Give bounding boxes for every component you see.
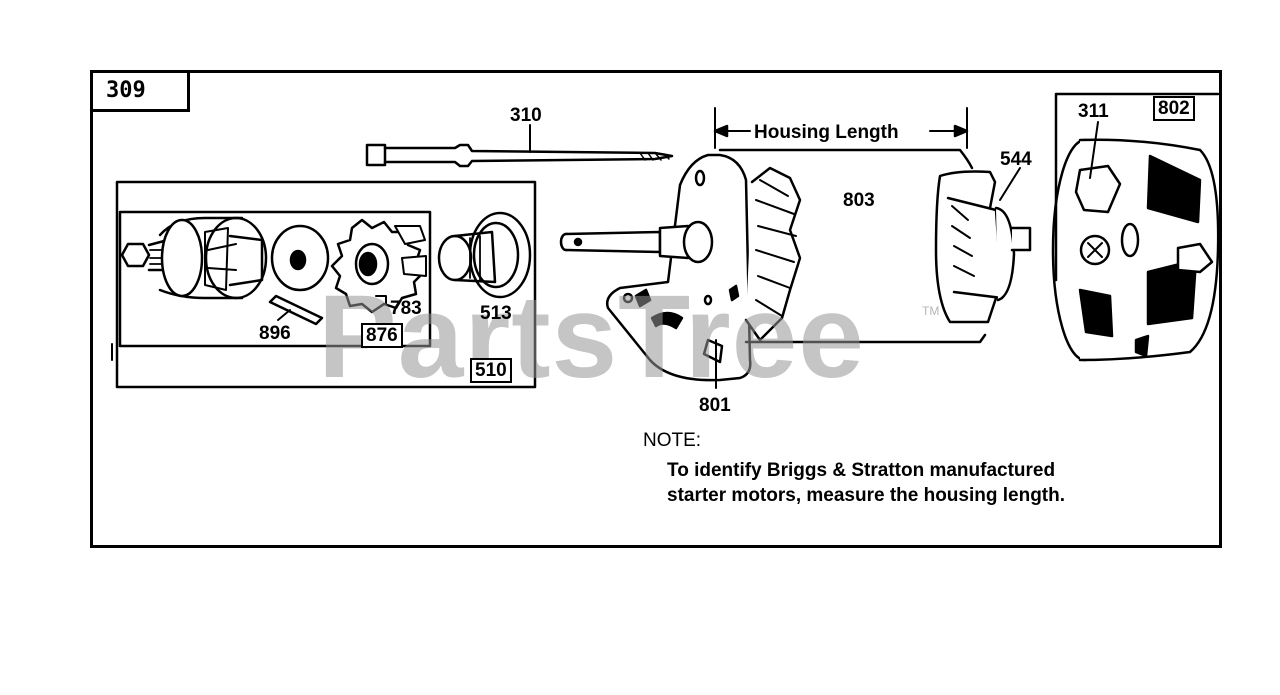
- armature-windings: [744, 166, 802, 342]
- note-line-2: starter motors, measure the housing leng…: [667, 485, 1066, 506]
- drive-nut: [120, 238, 174, 272]
- callout-803: 803: [843, 190, 875, 211]
- callout-513: 513: [480, 303, 512, 324]
- callout-876: 876: [361, 323, 403, 348]
- armature-shaft: [559, 220, 714, 264]
- callout-310: 310: [510, 105, 542, 126]
- end-cap-801: [606, 153, 752, 382]
- diagram-frame: [90, 70, 1222, 548]
- end-cap-802: [1051, 92, 1220, 362]
- diagram-code: 309: [90, 70, 190, 112]
- callout-311: 311: [1078, 101, 1109, 122]
- assembly-510-box: [115, 180, 537, 389]
- callout-783: 783: [390, 298, 422, 319]
- washer: [270, 224, 330, 292]
- leader-896: [277, 309, 291, 321]
- note-text: To identify Briggs & Stratton manufactur…: [667, 458, 1065, 508]
- housing-803: [718, 148, 987, 344]
- note-line-1: To identify Briggs & Stratton manufactur…: [667, 460, 1056, 481]
- clutch-513: [437, 211, 532, 299]
- housing-length-label: Housing Length: [752, 122, 901, 144]
- assembly-876-box: [118, 210, 432, 348]
- brush-plate-544: [934, 167, 1032, 324]
- drive-spring-retainer: [158, 216, 268, 300]
- watermark-trademark: TM: [922, 304, 940, 318]
- partstree-watermark: PartsTree: [318, 271, 865, 403]
- note-heading: NOTE:: [643, 430, 702, 451]
- pin-896: [268, 294, 324, 326]
- callout-544: 544: [1000, 149, 1032, 170]
- pinion-gear-783: [330, 218, 427, 314]
- callout-896: 896: [259, 323, 291, 344]
- callout-801: 801: [699, 395, 731, 416]
- housing-length-dimension: [713, 107, 969, 149]
- callout-802: 802: [1153, 96, 1195, 121]
- callout-510: 510: [470, 358, 512, 383]
- through-bolt-310: [365, 124, 674, 168]
